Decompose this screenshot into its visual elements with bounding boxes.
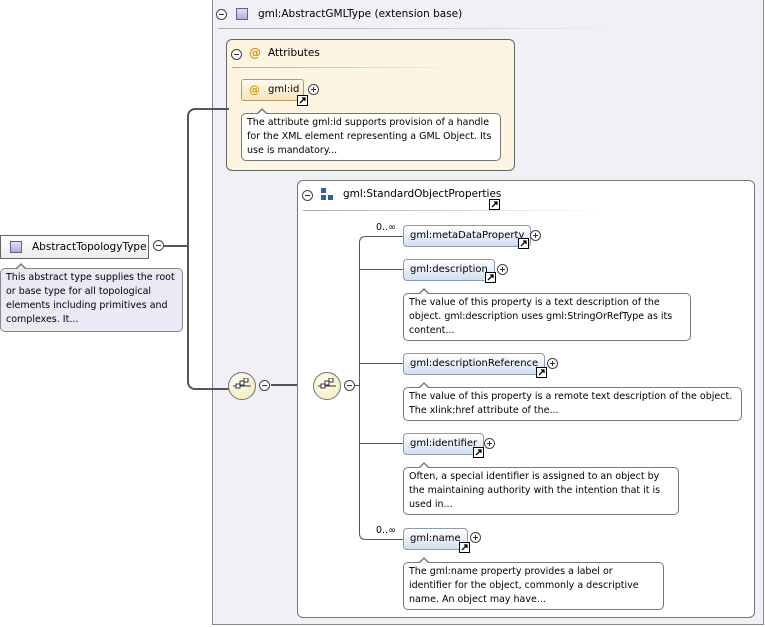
base-collapse-button[interactable] <box>216 9 227 20</box>
root-type-description: This abstract type supplies the root or … <box>0 263 183 332</box>
expand-button[interactable] <box>308 84 319 95</box>
at-sign-icon: @ <box>249 83 260 96</box>
root-collapse-button[interactable] <box>153 240 164 251</box>
connector <box>360 269 403 270</box>
occurrence-label: 0..∞ <box>376 222 396 233</box>
group-name: gml:StandardObjectProperties <box>343 188 502 200</box>
link-arrow-icon[interactable] <box>489 199 500 210</box>
link-arrow-icon[interactable] <box>473 447 484 458</box>
base-type-label: gml:AbstractGMLType (extension base) <box>258 8 463 20</box>
base-type-header-line <box>218 28 628 29</box>
element-descriptionreference-note: The value of this property is a remote t… <box>403 382 742 421</box>
link-arrow-icon[interactable] <box>459 542 470 553</box>
type-box-icon <box>10 241 22 253</box>
link-arrow-icon[interactable] <box>518 238 529 249</box>
element-metadataproperty[interactable]: gml:metaDataProperty <box>403 225 532 247</box>
expand-button[interactable] <box>530 230 541 241</box>
element-name-note: The gml:name property provides a label o… <box>403 557 664 610</box>
element-name[interactable]: gml:name <box>403 528 468 550</box>
attributes-collapse-button[interactable] <box>231 49 242 60</box>
expand-button[interactable] <box>470 532 481 543</box>
attribute-description: The attribute gml:id supports provision … <box>241 108 501 161</box>
connector <box>360 443 403 444</box>
sequence-collapse-button[interactable] <box>344 380 355 391</box>
group-collapse-button[interactable] <box>302 190 313 201</box>
element-identifier-note: Often, a special identifier is assigned … <box>403 462 679 515</box>
group-header-line <box>303 210 603 211</box>
attribute-name: gml:id <box>268 84 300 95</box>
occurrence-label: 0..∞ <box>376 525 396 536</box>
element-description-note: The value of this property is a text des… <box>403 288 691 341</box>
connector <box>164 245 188 247</box>
group-icon <box>321 188 335 202</box>
element-identifier[interactable]: gml:identifier <box>403 433 485 455</box>
attributes-header-line <box>232 67 462 68</box>
connector <box>359 236 404 540</box>
link-arrow-icon[interactable] <box>485 272 496 283</box>
root-type-name: AbstractTopologyType <box>32 241 147 253</box>
connector <box>271 384 313 386</box>
attribute-gml-id[interactable]: @ gml:id <box>241 79 304 101</box>
expand-button[interactable] <box>547 358 558 369</box>
root-type-node[interactable]: AbstractTopologyType <box>0 235 149 259</box>
expand-button[interactable] <box>484 438 495 449</box>
sequence-compositor-icon[interactable] <box>228 372 256 400</box>
connector <box>360 363 403 364</box>
expand-button[interactable] <box>497 264 508 275</box>
connector <box>187 108 229 390</box>
at-sign-icon: @ <box>249 46 261 60</box>
sequence-collapse-button[interactable] <box>259 380 270 391</box>
attributes-title: Attributes <box>268 47 320 59</box>
link-arrow-icon[interactable] <box>297 95 308 106</box>
link-arrow-icon[interactable] <box>536 367 547 378</box>
connector <box>355 385 360 386</box>
element-description[interactable]: gml:description <box>403 259 495 281</box>
type-box-icon <box>236 8 248 20</box>
sequence-compositor-icon[interactable] <box>313 372 341 400</box>
element-descriptionreference[interactable]: gml:descriptionReference <box>403 353 546 375</box>
